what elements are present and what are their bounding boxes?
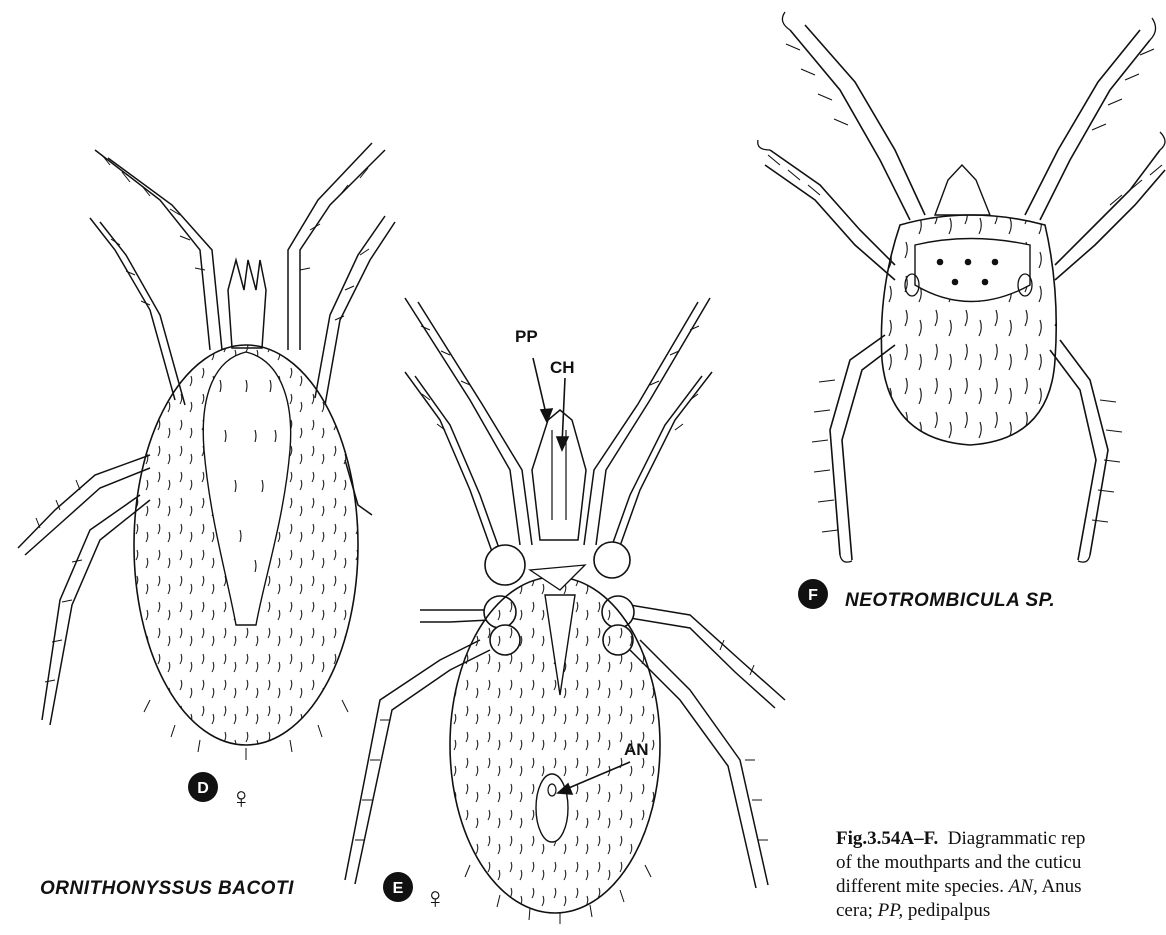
figure-caption: Fig.3.54A–F. Diagrammatic rep of the mou… — [836, 827, 1166, 923]
female-symbol-d: ♀ — [230, 782, 253, 815]
badge-f: F — [798, 579, 828, 609]
mite-d-drawing — [18, 143, 395, 760]
badge-e: E — [383, 872, 413, 902]
caption-line-2: of the mouthparts and the cuticu — [836, 851, 1166, 875]
badge-d: D — [188, 772, 218, 802]
label-ch: CH — [550, 358, 575, 377]
caption-line-3: different mite species. AN, Anus — [836, 875, 1166, 899]
caption-line-3-rest: Anus — [1041, 876, 1081, 897]
caption-line-1: Fig.3.54A–F. Diagrammatic rep — [836, 827, 1166, 851]
label-an: AN — [624, 740, 649, 759]
species-label-f: NEOTROMBICULA SP. — [845, 590, 1055, 611]
caption-abbr-pp: PP, — [878, 900, 904, 921]
label-pp: PP — [515, 327, 538, 346]
caption-line-4-rest: pedipalpus — [908, 900, 990, 921]
caption-abbr-an: AN, — [1009, 876, 1038, 897]
caption-line-4-pre: cera; — [836, 900, 873, 921]
badge-e-letter: E — [393, 880, 404, 897]
mite-f-scutum — [915, 239, 1030, 302]
caption-line-1-text: Diagrammatic rep — [948, 828, 1086, 849]
caption-line-4: cera; PP, pedipalpus — [836, 899, 1166, 923]
female-symbol-e: ♀ — [424, 882, 447, 915]
caption-line-3-text: different mite species. — [836, 876, 1004, 897]
species-label-d: ORNITHONYSSUS BACOTI — [40, 878, 294, 899]
mite-f-drawing — [758, 12, 1165, 562]
figure-number: Fig.3.54A–F. — [836, 828, 938, 849]
badge-d-letter: D — [197, 780, 209, 797]
badge-f-letter: F — [808, 587, 818, 604]
